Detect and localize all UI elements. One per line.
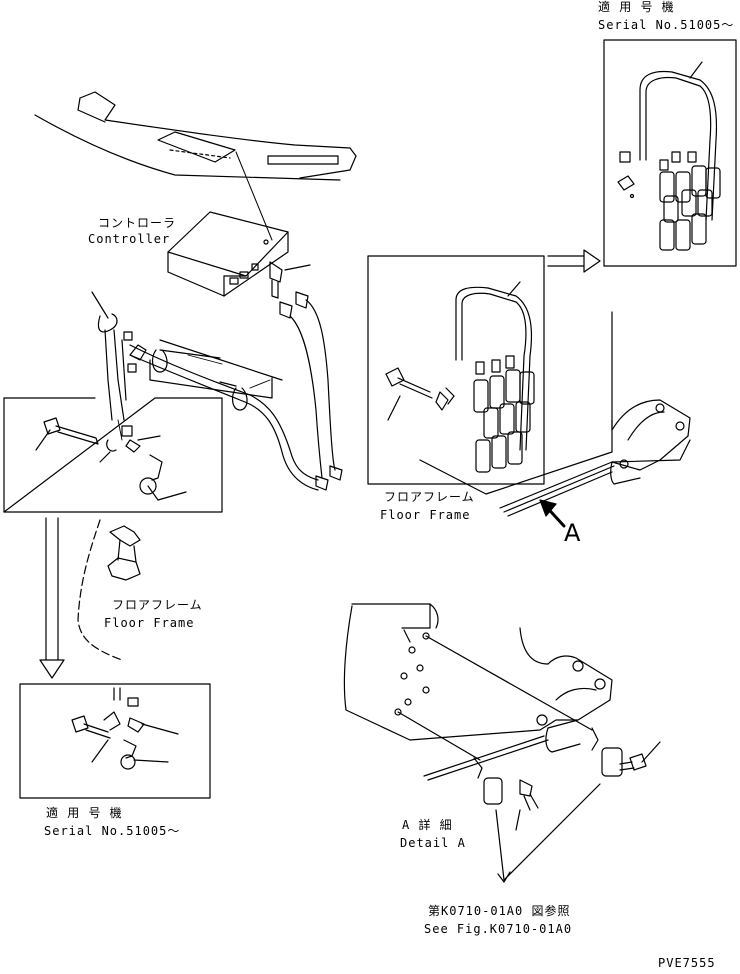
drawing-code: PVE7555 xyxy=(658,956,716,970)
see-fig-label-en: See Fig.K0710-01A0 xyxy=(424,922,573,936)
floor-frame-label-en-right: Floor Frame xyxy=(380,508,471,522)
floor-frame-label-en-left: Floor Frame xyxy=(104,616,195,630)
serial-detail-box-top-right xyxy=(603,39,737,267)
floor-frame-label-jp-left: フロアフレーム xyxy=(112,598,203,612)
serial-label-en-top: Serial No.51005～ xyxy=(598,18,735,32)
detail-a-label-jp: A 詳 細 xyxy=(402,818,453,832)
console-panel xyxy=(34,91,357,241)
left-detail-box-lower xyxy=(19,683,211,799)
floor-frame-label-jp-right: フロアフレーム xyxy=(384,490,475,504)
leader-lines xyxy=(117,354,271,441)
arrow-right xyxy=(547,249,601,273)
clip-left xyxy=(107,525,141,581)
wiring-harness xyxy=(91,291,319,491)
detail-a-label-en: Detail A xyxy=(400,836,466,850)
arrow-down xyxy=(39,517,65,679)
serial-label-en-bottom: Serial No.51005～ xyxy=(44,824,181,838)
controller-connectors xyxy=(269,261,343,491)
see-fig-label-jp: 第K0710-01A0 図参照 xyxy=(428,904,571,918)
floor-frame-left xyxy=(77,519,123,661)
floor-frame-right xyxy=(499,311,691,517)
serial-label-jp-bottom: 適 用 号 機 xyxy=(46,806,123,820)
relay-detail-box xyxy=(367,255,613,495)
view-arrow-a xyxy=(539,499,566,528)
serial-label-jp-top: 適 用 号 機 xyxy=(598,0,675,14)
left-detail-box-upper xyxy=(3,397,223,513)
controller-label-en: Controller xyxy=(88,232,171,246)
detail-a-drawing xyxy=(343,603,661,883)
controller-box xyxy=(167,211,289,297)
controller-label-jp: コントローラ xyxy=(98,216,177,230)
view-letter-a: A xyxy=(564,519,581,547)
